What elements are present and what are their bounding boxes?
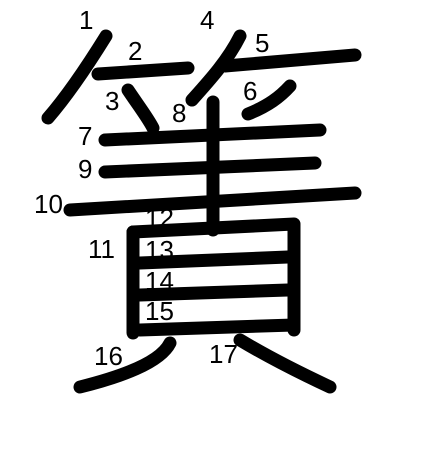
label-9: 9 (78, 154, 92, 184)
stroke-15 (133, 318, 301, 337)
stroke-10 (63, 186, 362, 217)
label-5: 5 (255, 28, 269, 58)
stroke-14 (133, 283, 295, 302)
stroke-5 (218, 48, 362, 73)
label-16: 16 (94, 341, 123, 371)
stroke-labels: 1 2 3 4 5 6 7 8 9 10 11 12 13 14 15 16 1… (34, 5, 269, 371)
label-12: 12 (145, 203, 174, 233)
stroke-9 (98, 156, 322, 179)
label-11: 11 (88, 234, 115, 264)
label-6: 6 (243, 76, 257, 106)
label-2: 2 (128, 36, 142, 66)
label-3: 3 (105, 86, 119, 116)
label-1: 1 (79, 5, 93, 35)
label-10: 10 (34, 189, 63, 219)
stroke-12 (126, 217, 301, 337)
stroke-1 (41, 29, 113, 125)
label-7: 7 (78, 121, 92, 151)
label-4: 4 (200, 5, 214, 35)
label-13: 13 (145, 235, 174, 265)
strokes (41, 29, 362, 394)
stroke-16 (73, 336, 177, 394)
stroke-17 (233, 333, 337, 394)
stroke-3 (121, 83, 160, 135)
label-8: 8 (172, 98, 186, 128)
stroke-6 (241, 79, 297, 121)
label-17: 17 (209, 339, 238, 369)
label-15: 15 (145, 296, 174, 326)
stroke-4 (185, 29, 247, 107)
stroke-13 (133, 250, 295, 270)
stroke-2 (91, 61, 195, 81)
label-14: 14 (145, 266, 174, 296)
